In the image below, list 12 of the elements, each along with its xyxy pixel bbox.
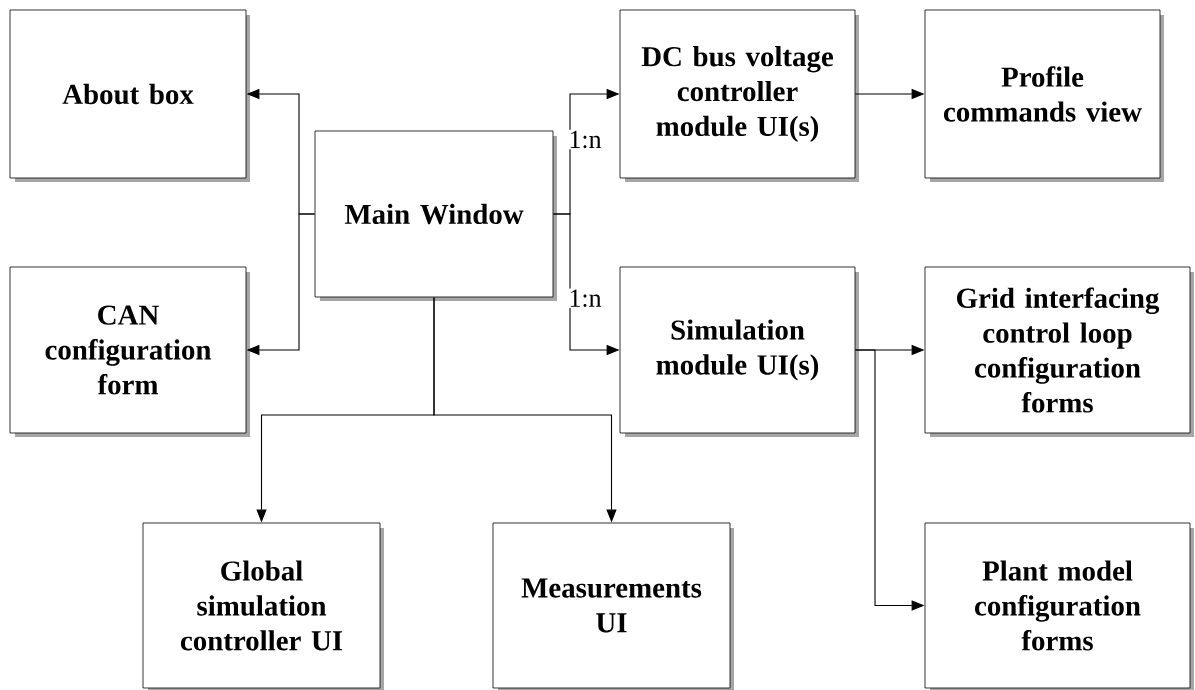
module-box: CAN configuration form xyxy=(9,266,250,437)
module-box: DC bus voltage controller module UI(s) xyxy=(619,9,859,182)
edge-label: 1:n xyxy=(567,129,603,150)
module-box: Measurements UI xyxy=(492,522,734,690)
module-box: Main Window xyxy=(314,130,557,301)
edge-label: 1:n xyxy=(567,288,603,309)
module-box: Profile commands view xyxy=(924,9,1164,182)
module-box: Grid interfacing control loop configuration forms xyxy=(924,266,1194,437)
module-box: Simulation module UI(s) xyxy=(619,266,859,437)
module-box: About box xyxy=(9,9,250,182)
module-box: Plant model configuration forms xyxy=(924,522,1194,690)
module-box: Global simulation controller UI xyxy=(142,522,384,690)
